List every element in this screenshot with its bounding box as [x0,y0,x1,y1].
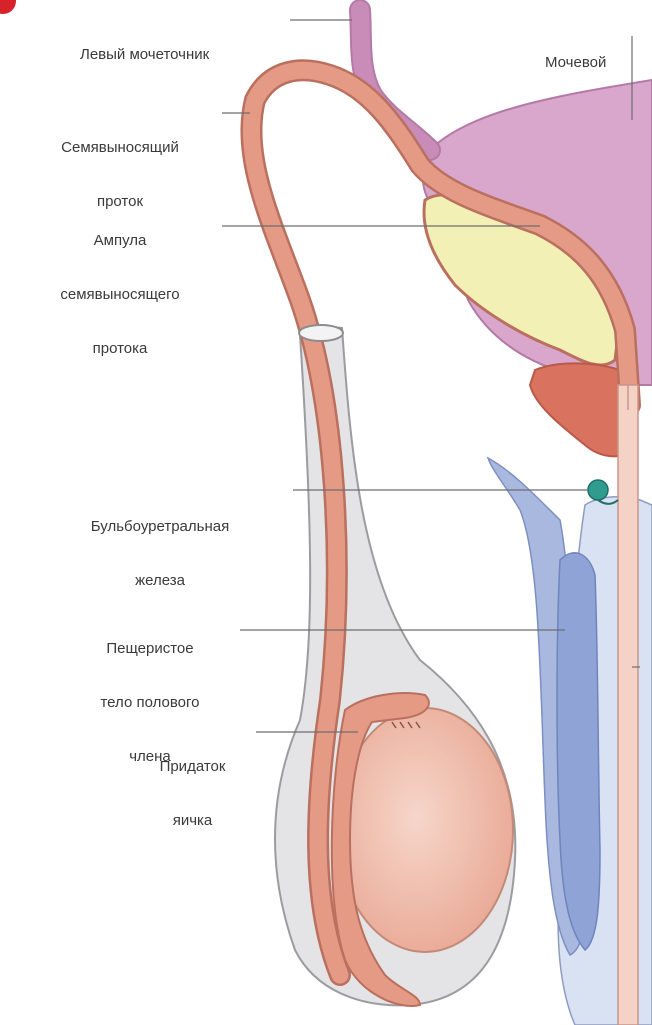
label-bladder: Мочевой [545,18,652,90]
label-epididymis: Придаток яичка [130,722,255,848]
testis-shape [337,708,513,952]
corpus-cavernosum-shape [557,553,600,950]
inguinal-ring [299,325,343,341]
urethra-shape [618,385,638,1025]
label-ampulla: Ампула семявыносящего протока [20,196,220,376]
label-bulbourethral-gland: Бульбоуретральная железа [30,482,290,608]
label-left-ureter: Левый мочеточник [80,10,290,82]
prostate-shape [530,363,630,456]
bulbourethral-gland-shape [588,480,608,500]
